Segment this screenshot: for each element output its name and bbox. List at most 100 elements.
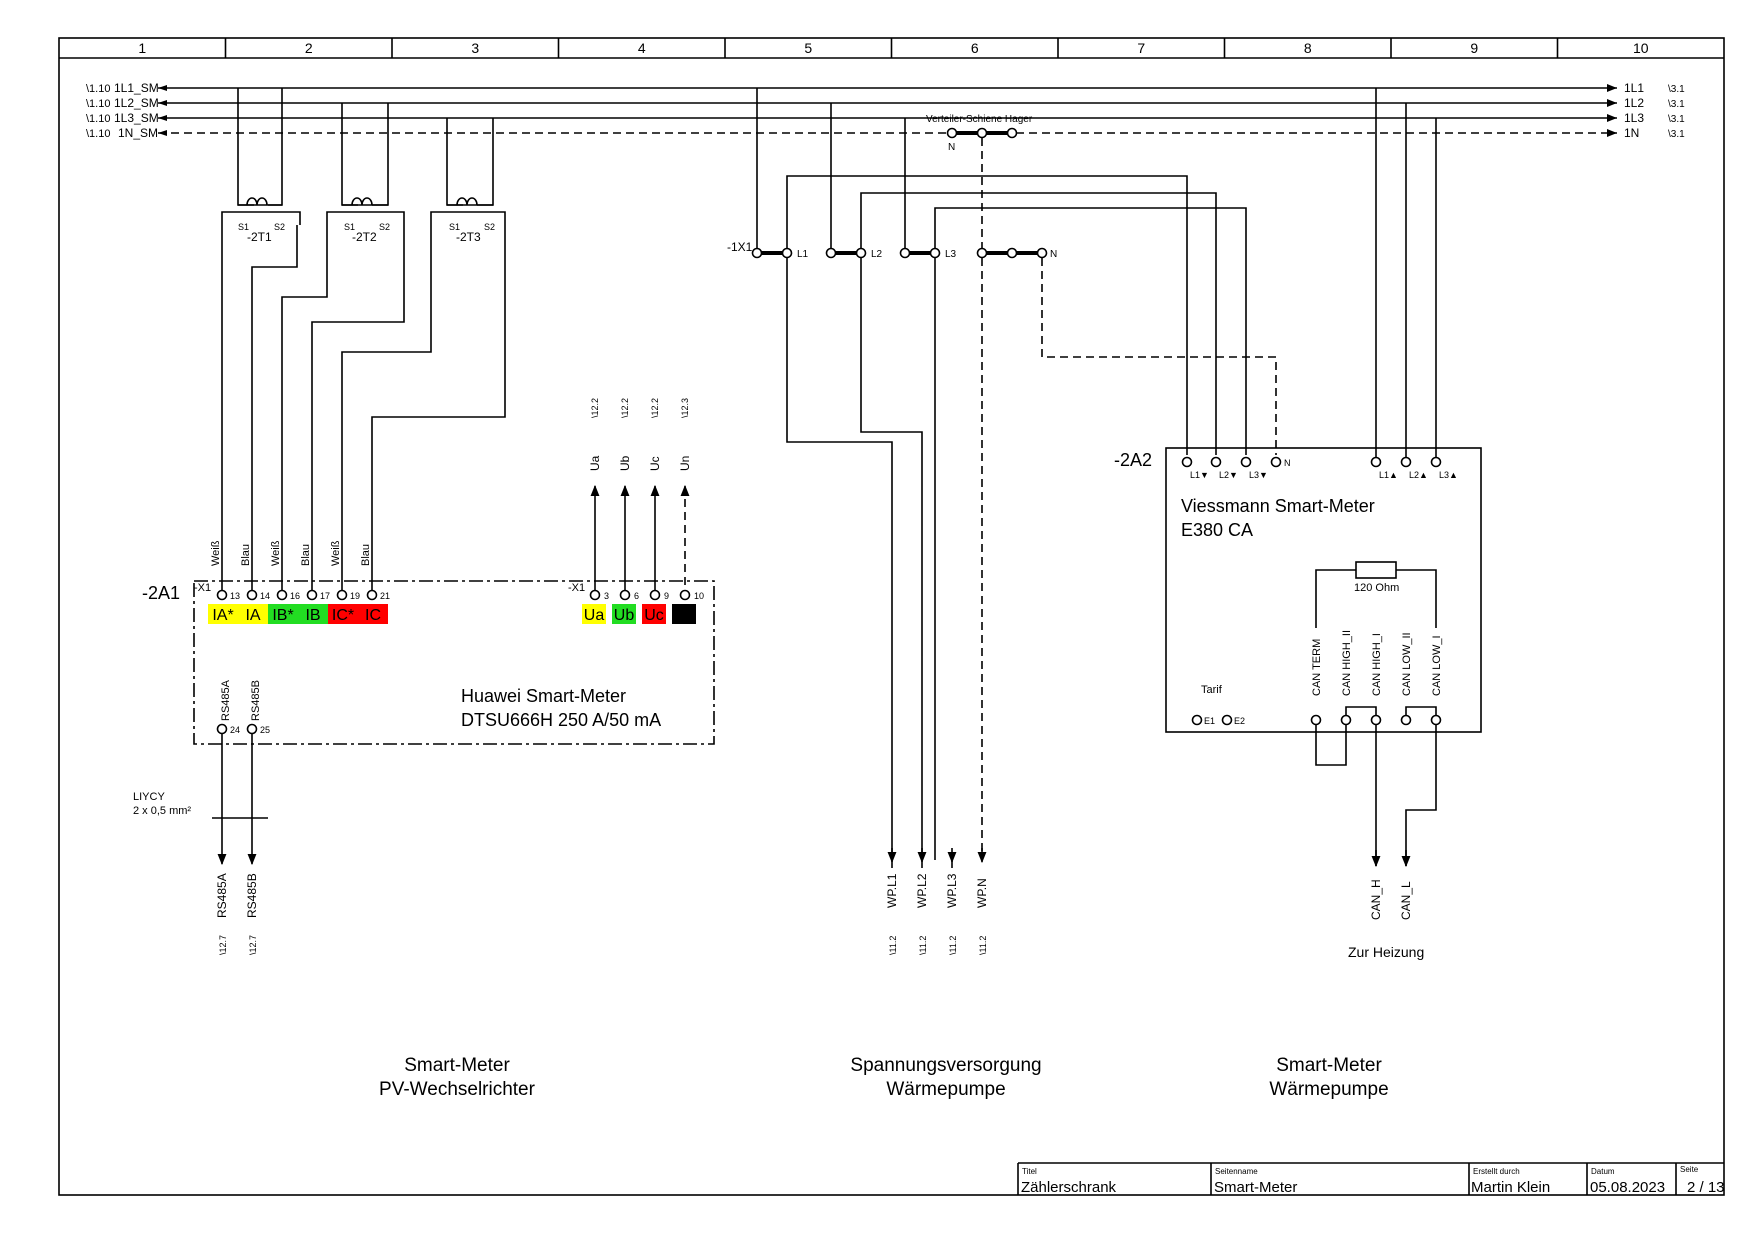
can-low-i: CAN LOW_I [1431, 635, 1443, 696]
tarif-e1: E1 [1204, 716, 1215, 726]
tb-titel: Zählerschrank [1021, 1179, 1117, 1196]
voltage-pin-num-1: 3 [604, 591, 609, 601]
voltage-ref-un: \12.3 [680, 398, 690, 418]
x1-term-l3: L3 [945, 249, 957, 260]
a1-tag: -2A1 [142, 583, 180, 603]
a1-title-2: DTSU666H 250 A/50 mA [461, 710, 661, 730]
termination-resistor [1355, 561, 1397, 579]
current-pin-1 [216, 589, 228, 601]
voltage-pin-4 [679, 589, 691, 601]
cable-type: LIYCY [133, 791, 165, 803]
wp-l1-ref: \11.2 [888, 936, 898, 955]
wire-color-1: Weiß [210, 540, 222, 566]
current-pin-4 [306, 589, 318, 601]
rs485a-out: RS485A [215, 873, 229, 918]
ct1-tag: -2T1 [247, 230, 272, 244]
can-low-ii: CAN LOW_II [1401, 632, 1413, 696]
rs485a-ref: \12.7 [218, 935, 228, 955]
outgoing-ref-2: \3.1 [1668, 99, 1685, 110]
ct-2t3: S1 S2 -2T3 [430, 118, 506, 244]
tb-datum-label: Datum [1591, 1167, 1615, 1176]
wire-color-6: Blau [360, 544, 372, 566]
voltage-ref-ub: \12.2 [620, 398, 630, 418]
voltage-label-1: Ua [584, 607, 605, 624]
can-l-out: CAN_L [1399, 881, 1413, 920]
busbar-terminal: N [948, 142, 955, 153]
current-label-5: IC* [332, 607, 354, 624]
current-pin-num-6: 21 [380, 591, 390, 601]
tb-erstellt-label: Erstellt durch [1473, 1167, 1520, 1176]
current-label-bg-1 [208, 604, 238, 624]
voltage-pin-num-2: 6 [634, 591, 639, 601]
outgoing-ref-1: \3.1 [1668, 84, 1685, 95]
wp-l2-ref: \11.2 [918, 936, 928, 955]
incoming-name-4: 1N_SM [118, 126, 158, 140]
viessmann-meter-box [1165, 447, 1482, 733]
ct2-s2: S2 [379, 222, 390, 232]
voltage-label-4: Un [674, 607, 694, 624]
a1-strip: -X1 [194, 582, 211, 594]
column-label-5: 5 [804, 40, 812, 56]
can-high-i: CAN HIGH_I [1371, 633, 1383, 696]
ct3-tag: -2T3 [456, 230, 481, 244]
outgoing-name-4: 1N [1624, 126, 1639, 140]
current-pin-num-4: 17 [320, 591, 330, 601]
column-label-4: 4 [638, 40, 646, 56]
ct1-s1: S1 [238, 222, 249, 232]
section3-line2: Wärmepumpe [1269, 1079, 1388, 1100]
voltage-pin-3 [649, 589, 661, 601]
current-label-bg-6 [358, 604, 388, 624]
voltage-pin-2 [619, 589, 631, 601]
voltage-label-3: Uc [644, 607, 664, 624]
busbar-label: Verteiler-Schiene Hager [926, 114, 1033, 125]
voltage-name-ua: Ua [588, 455, 602, 471]
outgoing-name-1: 1L1 [1624, 81, 1644, 95]
wire-color-2: Blau [240, 544, 252, 566]
huawei-meter-box [193, 580, 715, 745]
current-label-3: IB* [272, 607, 293, 624]
incoming-ref-2: \1.10 [86, 98, 110, 110]
wire-color-5: Weiß [330, 540, 342, 566]
a2-pin-l1-out: L1▲ [1379, 470, 1398, 480]
a2-pin-l3-out: L3▲ [1439, 470, 1458, 480]
column-label-6: 6 [971, 40, 979, 56]
current-pin-3 [276, 589, 288, 601]
current-label-6: IC [365, 607, 381, 624]
rs485b-ref: \12.7 [248, 935, 258, 955]
a2-pin-l2-out: L2▲ [1409, 470, 1428, 480]
incoming-rail-group [158, 84, 1617, 137]
wire-color-4: Blau [300, 544, 312, 566]
incoming-name-2: 1L2_SM [114, 96, 159, 110]
a1-title-1: Huawei Smart-Meter [461, 686, 626, 706]
incoming-ref-3: \1.10 [86, 113, 110, 125]
a2-tag: -2A2 [1114, 450, 1152, 470]
voltage-label-bg-3 [642, 604, 666, 624]
current-label-bg-2 [238, 604, 268, 624]
ct1-s2: S2 [274, 222, 285, 232]
current-label-2: IA [245, 607, 260, 624]
current-pin-num-2: 14 [260, 591, 270, 601]
outgoing-ref-4: \3.1 [1668, 129, 1685, 140]
voltage-name-un: Un [678, 456, 692, 471]
column-label-10: 10 [1633, 40, 1649, 56]
current-pin-num-1: 13 [230, 591, 240, 601]
a2-pin-l3-in: L3▼ [1249, 470, 1268, 480]
wp-l2: WP.L2 [915, 873, 929, 908]
outgoing-name-2: 1L2 [1624, 96, 1644, 110]
section1-line1: Smart-Meter [404, 1055, 510, 1076]
outgoing-ref-3: \3.1 [1668, 114, 1685, 125]
current-pin-6 [366, 589, 378, 601]
can-high-ii: CAN HIGH_II [1341, 630, 1353, 696]
tb-seite-label: Seite [1680, 1165, 1699, 1174]
rs485-pin-25: 25 [260, 725, 270, 735]
incoming-ref-1: \1.10 [86, 83, 110, 95]
ct-2t2: S1 S2 -2T2 [326, 103, 405, 244]
rs485b-out: RS485B [245, 873, 259, 918]
current-pin-num-3: 16 [290, 591, 300, 601]
voltage-pin-1 [589, 589, 601, 601]
tarif-label: Tarif [1201, 684, 1223, 696]
a2-pin-l1-in: L1▼ [1190, 470, 1209, 480]
wp-l1: WP.L1 [885, 873, 899, 908]
tarif-e2: E2 [1234, 716, 1245, 726]
